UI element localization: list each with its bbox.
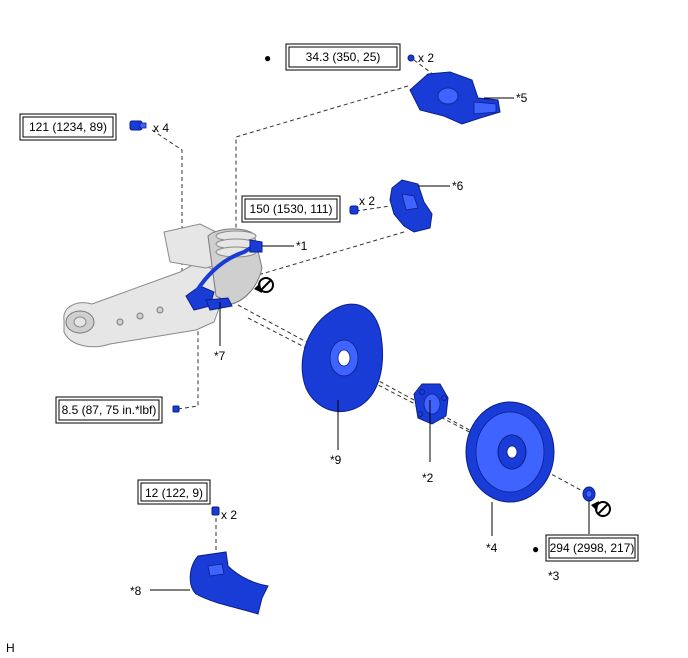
callout-3: *3: [548, 569, 560, 583]
brake-caliper: [409, 71, 501, 125]
torque-box-bracket-bolt: 150 (1530, 111): [241, 195, 341, 223]
hub-stud: [419, 389, 425, 395]
bracket-slot: [401, 193, 419, 211]
callout-4: *4: [486, 541, 498, 555]
upper-arm-bolt: [129, 120, 147, 131]
cover-bolt: [211, 506, 220, 516]
hub-stud: [417, 411, 423, 417]
callout-7: *7: [214, 349, 226, 363]
guide-line-bracket: [257, 231, 405, 276]
callout-2: *2: [422, 471, 434, 485]
caliper-bracket: [389, 179, 433, 233]
splash-cover: [189, 551, 269, 615]
torque-value-upper-arm-bolt: 121 (1234, 89): [29, 120, 107, 134]
brake-disc: [465, 401, 555, 503]
torque-value-cover-bolt: 12 (122, 9): [145, 486, 203, 500]
torque-box-upper-arm-bolt: 121 (1234, 89): [19, 113, 117, 141]
caliper-bolt: [407, 54, 415, 62]
guide-line-caliper: [235, 85, 409, 245]
torque-box-hub-nut: 294 (2998, 217): [545, 534, 639, 562]
hub-stud: [441, 395, 447, 401]
bullet-caliper: ●: [264, 51, 271, 65]
torque-value-caliper-bolt: 34.3 (350, 25): [306, 50, 381, 64]
callout-8: *8: [130, 584, 142, 598]
qty-upper-arm-bolt: x 4: [153, 121, 169, 135]
splash-cover-body: [189, 551, 269, 615]
callout-1: *1: [296, 239, 308, 253]
arm-hole: [156, 306, 164, 314]
bracket-bolt: [349, 205, 359, 215]
hub-bearing: [413, 383, 449, 425]
sensor-clip: [249, 239, 263, 253]
lower-arm-bushing-hole: [73, 316, 87, 328]
torque-value-bracket-bolt: 150 (1530, 111): [250, 202, 333, 216]
torque-box-cover-bolt: 12 (122, 9): [137, 479, 211, 505]
do-not-reuse-icon: [254, 277, 274, 293]
guide-line-bracket-bolt: [355, 205, 391, 212]
corner-label: H: [6, 641, 15, 655]
qty-cover-bolt: x 2: [221, 508, 237, 522]
torque-value-sensor-bolt: 8.5 (87, 75 in.*lbf): [62, 403, 157, 417]
sensor-head: [205, 297, 233, 311]
disc-center-hole: [506, 445, 518, 459]
hub-center: [423, 393, 441, 415]
callout-9: *9: [330, 453, 342, 467]
callout-leaders: [150, 97, 590, 591]
callout-6: *6: [452, 179, 464, 193]
qty-bracket-bolt: x 2: [359, 194, 375, 208]
dust-cover: [301, 303, 383, 413]
torque-box-sensor-bolt: 8.5 (87, 75 in.*lbf): [55, 396, 163, 424]
sensor-wire: [194, 244, 256, 294]
caliper-mount-ear: [473, 101, 497, 115]
torque-box-caliper-bolt: 34.3 (350, 25): [285, 43, 401, 71]
splash-cover-tab: [207, 563, 225, 577]
dust-cover-hole: [337, 349, 351, 367]
callout-5: *5: [516, 91, 528, 105]
arm-hole: [116, 318, 124, 326]
torque-value-hub-nut: 294 (2998, 217): [550, 541, 635, 555]
hub-nut: [582, 486, 596, 502]
do-not-reuse-icon: [591, 501, 611, 517]
speed-sensor-harness: [185, 239, 263, 311]
arm-hole: [136, 312, 144, 320]
qty-caliper-bolt: x 2: [418, 51, 434, 65]
guide-line-axle: [237, 304, 591, 496]
bullet-hub-nut: ●: [532, 542, 539, 556]
sensor-bolt: [172, 405, 180, 413]
caliper-piston: [437, 87, 459, 105]
suspension-arm-assembly: [63, 223, 263, 348]
